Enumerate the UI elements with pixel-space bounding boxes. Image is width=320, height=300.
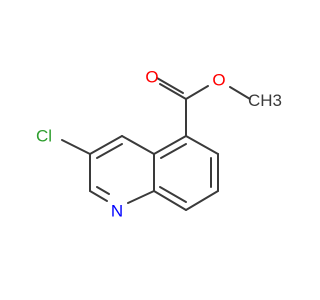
bond-c3-cl [61,139,91,155]
bond-c4a-c5-inner [160,143,187,159]
bond-carbonyl-double-b [156,77,184,94]
bond-carboxyl-o-ester [185,85,209,100]
atom-oxygen-ester: O [212,71,225,90]
bond-c7-c8 [185,190,219,211]
bond-carbonyl-double-a [159,83,187,100]
bond-c8-c8a-outer [153,190,187,211]
atom-oxygen-carbonyl: O [145,68,158,87]
bond-c4-c3-outer [89,135,123,155]
methyl-label: CH3 [248,91,282,110]
bond-c5-c6 [185,135,219,155]
atom-nitrogen: N [111,202,123,221]
bond-o-methyl [229,86,251,100]
bond-c2-n1-inner [96,186,110,195]
molecule-structure-diagram: O O CH3 Cl N [36,68,282,221]
bond-c8-c8a-inner [159,186,187,203]
bond-c4-c3-inner [96,143,123,159]
atom-chlorine: Cl [36,127,52,146]
bond-n1-c8a [127,190,155,204]
bond-c4a-c5-outer [153,135,187,155]
bond-c2-n1-outer [89,190,108,202]
atom-methyl: CH3 [248,91,282,110]
bond-c4a-c4 [121,135,155,155]
